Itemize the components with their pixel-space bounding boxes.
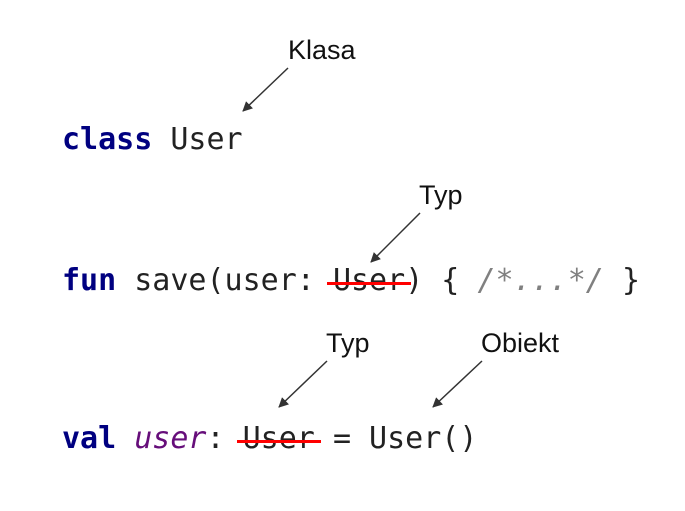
param-type-arrow: [370, 212, 421, 263]
class-annotation-label: Klasa: [288, 35, 356, 65]
strike-line: [236, 439, 321, 443]
code-line-class: class User: [62, 125, 243, 155]
struck-var-type: User: [236, 421, 321, 456]
keyword-fun: fun: [62, 263, 117, 298]
keyword-class: class: [62, 122, 153, 157]
close-brace: }: [621, 263, 640, 298]
code-comment: /*...*/: [477, 263, 604, 298]
code-line-fun: fun save(user: User) { /*...*/ }: [62, 266, 640, 296]
val-type-arrow: [278, 360, 328, 408]
object-annotation-label: Obiekt: [481, 328, 560, 358]
object-arrow: [432, 360, 483, 408]
code-line-val: val user: User = User(): [62, 424, 477, 454]
var-type: User: [242, 421, 315, 456]
class-name: User: [170, 122, 243, 157]
strike-line: [326, 281, 412, 285]
val-type-annotation-label: Typ: [326, 328, 370, 358]
param-type-annotation-label: Typ: [419, 180, 463, 210]
keyword-val: val: [62, 421, 117, 456]
struck-param-type: User: [326, 263, 412, 298]
fun-signature-start: save(user:: [134, 263, 333, 298]
param-type: User: [332, 263, 406, 298]
colon: :: [206, 421, 225, 456]
variable-name: user: [134, 421, 207, 456]
assignment-expression: = User(): [332, 421, 478, 456]
fun-signature-end: ) {: [405, 263, 460, 298]
class-arrow: [242, 67, 289, 112]
